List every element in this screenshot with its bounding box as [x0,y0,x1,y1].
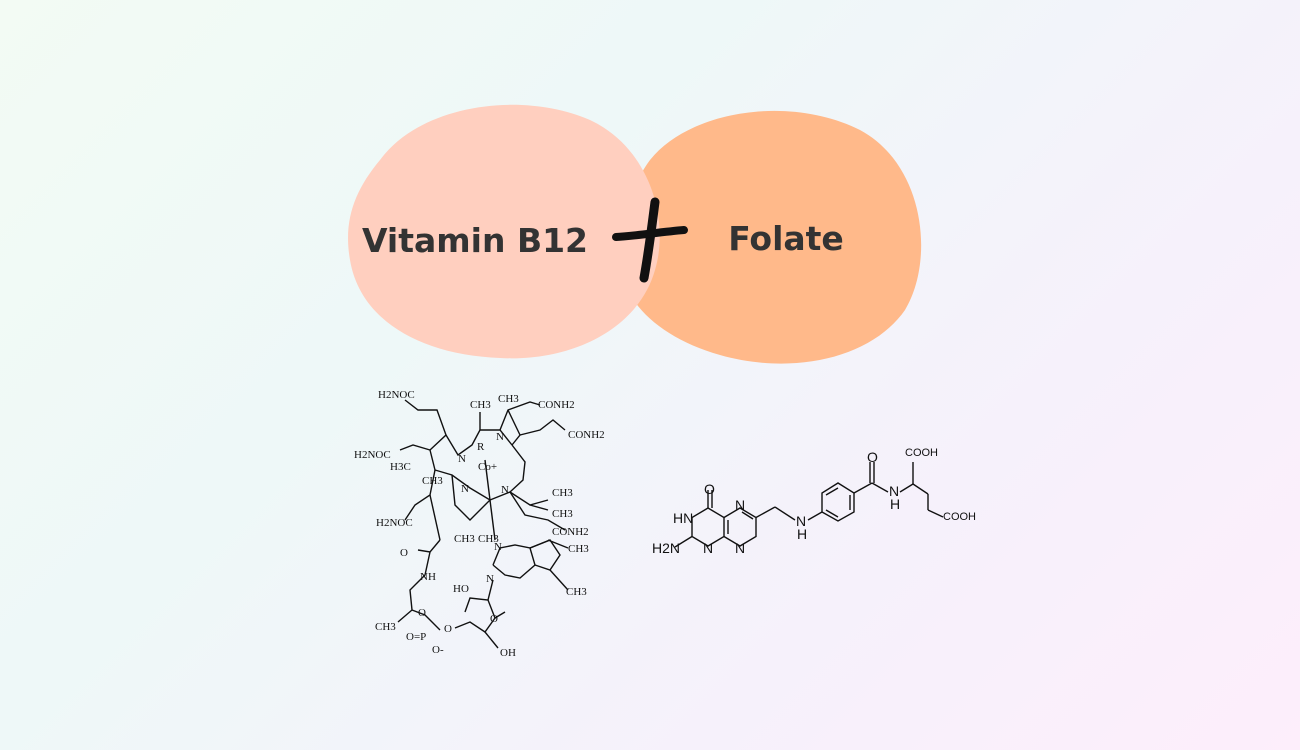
svg-text:H3C: H3C [390,461,411,473]
svg-text:O=P: O=P [406,631,426,643]
vitamin-b12-structure: H2NOC CH3 CH3 CONH2 CONH2 R H2NOC H3C N … [354,389,605,659]
brush-plus-icon [612,197,688,283]
svg-text:CH3: CH3 [478,533,499,545]
svg-text:HN: HN [673,510,693,526]
svg-text:CH3: CH3 [552,487,573,499]
svg-text:O: O [400,547,408,559]
svg-text:COOH: COOH [943,511,976,523]
svg-text:COOH: COOH [905,447,938,459]
vitamin-b12-label: Vitamin B12 [362,221,588,260]
svg-text:CH3: CH3 [568,543,589,555]
svg-text:HO: HO [453,583,469,595]
svg-text:N: N [501,484,509,496]
svg-text:CH3: CH3 [566,586,587,598]
svg-text:N: N [458,453,466,465]
svg-text:CH3: CH3 [454,533,475,545]
svg-text:H2N: H2N [652,540,680,556]
svg-text:N: N [889,483,899,499]
svg-text:O: O [418,607,426,619]
svg-text:H: H [890,496,900,512]
svg-text:CONH2: CONH2 [538,399,575,411]
svg-text:N: N [461,483,469,495]
svg-text:NH: NH [420,571,436,583]
vitamin-b12-circle [348,104,660,359]
svg-text:CH3: CH3 [498,393,519,405]
svg-text:CH3: CH3 [422,475,443,487]
svg-text:H2NOC: H2NOC [378,389,415,401]
svg-text:H: H [797,526,807,542]
svg-text:O: O [444,623,452,635]
svg-text:H2NOC: H2NOC [376,517,413,529]
svg-text:N: N [703,540,713,556]
svg-text:Co+: Co+ [478,461,497,473]
svg-text:O-: O- [432,644,444,656]
svg-text:N: N [494,541,502,553]
folate-label: Folate [728,219,844,258]
svg-text:O: O [490,613,498,625]
svg-text:CH3: CH3 [552,508,573,520]
svg-text:CH3: CH3 [470,399,491,411]
svg-text:O: O [704,481,715,497]
svg-text:N: N [496,431,504,443]
svg-text:O: O [867,449,878,465]
folate-circle [619,110,922,364]
svg-text:CH3: CH3 [375,621,396,633]
svg-text:N: N [735,497,745,513]
svg-text:R: R [477,441,485,453]
svg-text:CONH2: CONH2 [568,429,605,441]
svg-text:OH: OH [500,647,516,659]
svg-text:CONH2: CONH2 [552,526,589,538]
svg-text:N: N [735,540,745,556]
svg-text:N: N [486,573,494,585]
svg-text:N: N [796,513,806,529]
svg-text:H2NOC: H2NOC [354,449,391,461]
folate-structure: O HN N H2N N N N H O N H COOH COOH [652,447,976,556]
